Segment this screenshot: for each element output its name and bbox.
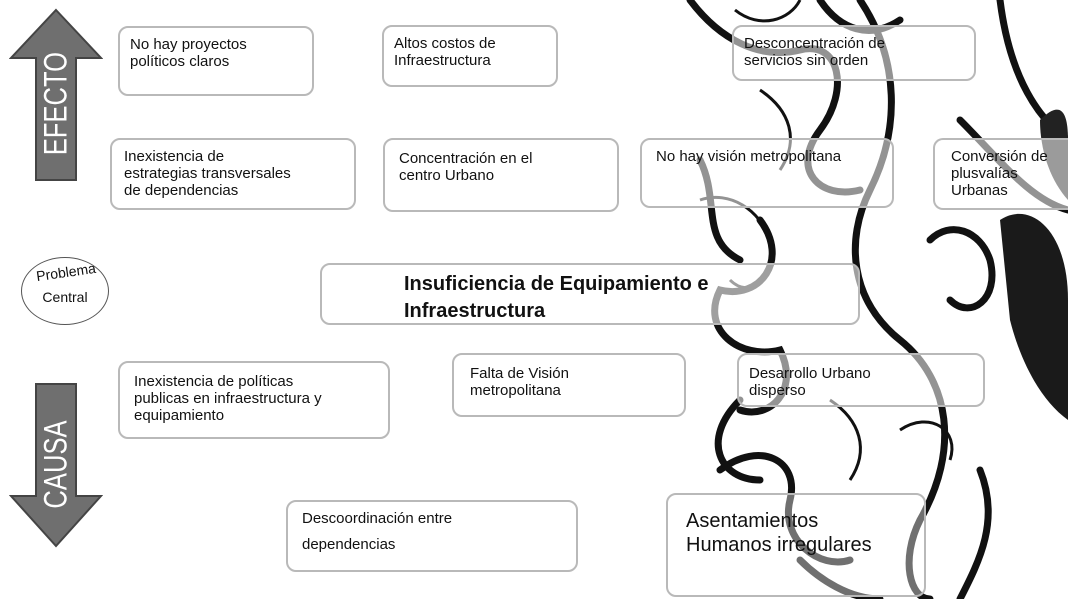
cause-box-large: Asentamientos Humanos irregulares bbox=[666, 493, 926, 597]
effect-box: No hay proyectos políticos claros bbox=[118, 26, 314, 96]
effect-arrow-label: EFECTO bbox=[37, 51, 74, 156]
cause-box: Inexistencia de políticas publicas en in… bbox=[118, 361, 390, 439]
effect-box: Inexistencia de estrategias transversale… bbox=[110, 138, 356, 210]
cause-arrow-label: CAUSA bbox=[37, 420, 74, 509]
effect-arrow-up bbox=[9, 8, 103, 181]
cause-box: Falta de Visión metropolitana bbox=[452, 353, 686, 417]
effect-box: Conversión de plusvalías Urbanas bbox=[933, 138, 1068, 210]
central-problem-box: Insuficiencia de Equipamiento e Infraest… bbox=[320, 263, 860, 325]
problem-badge-line2: Central bbox=[42, 289, 88, 305]
cause-box: Desarrollo Urbano disperso bbox=[737, 353, 985, 407]
problem-central-badge: Problema Central bbox=[21, 257, 109, 325]
problem-badge-line1: Problema bbox=[35, 259, 97, 285]
cause-box: Descoordinación entre dependencias bbox=[286, 500, 578, 572]
effect-box: Concentración en el centro Urbano bbox=[383, 138, 619, 212]
cause-arrow-down bbox=[9, 383, 103, 548]
effect-box: Desconcentración de servicios sin orden bbox=[732, 25, 976, 81]
effect-box: No hay visión metropolitana bbox=[640, 138, 894, 208]
effect-box: Altos costos de Infraestructura bbox=[382, 25, 558, 87]
